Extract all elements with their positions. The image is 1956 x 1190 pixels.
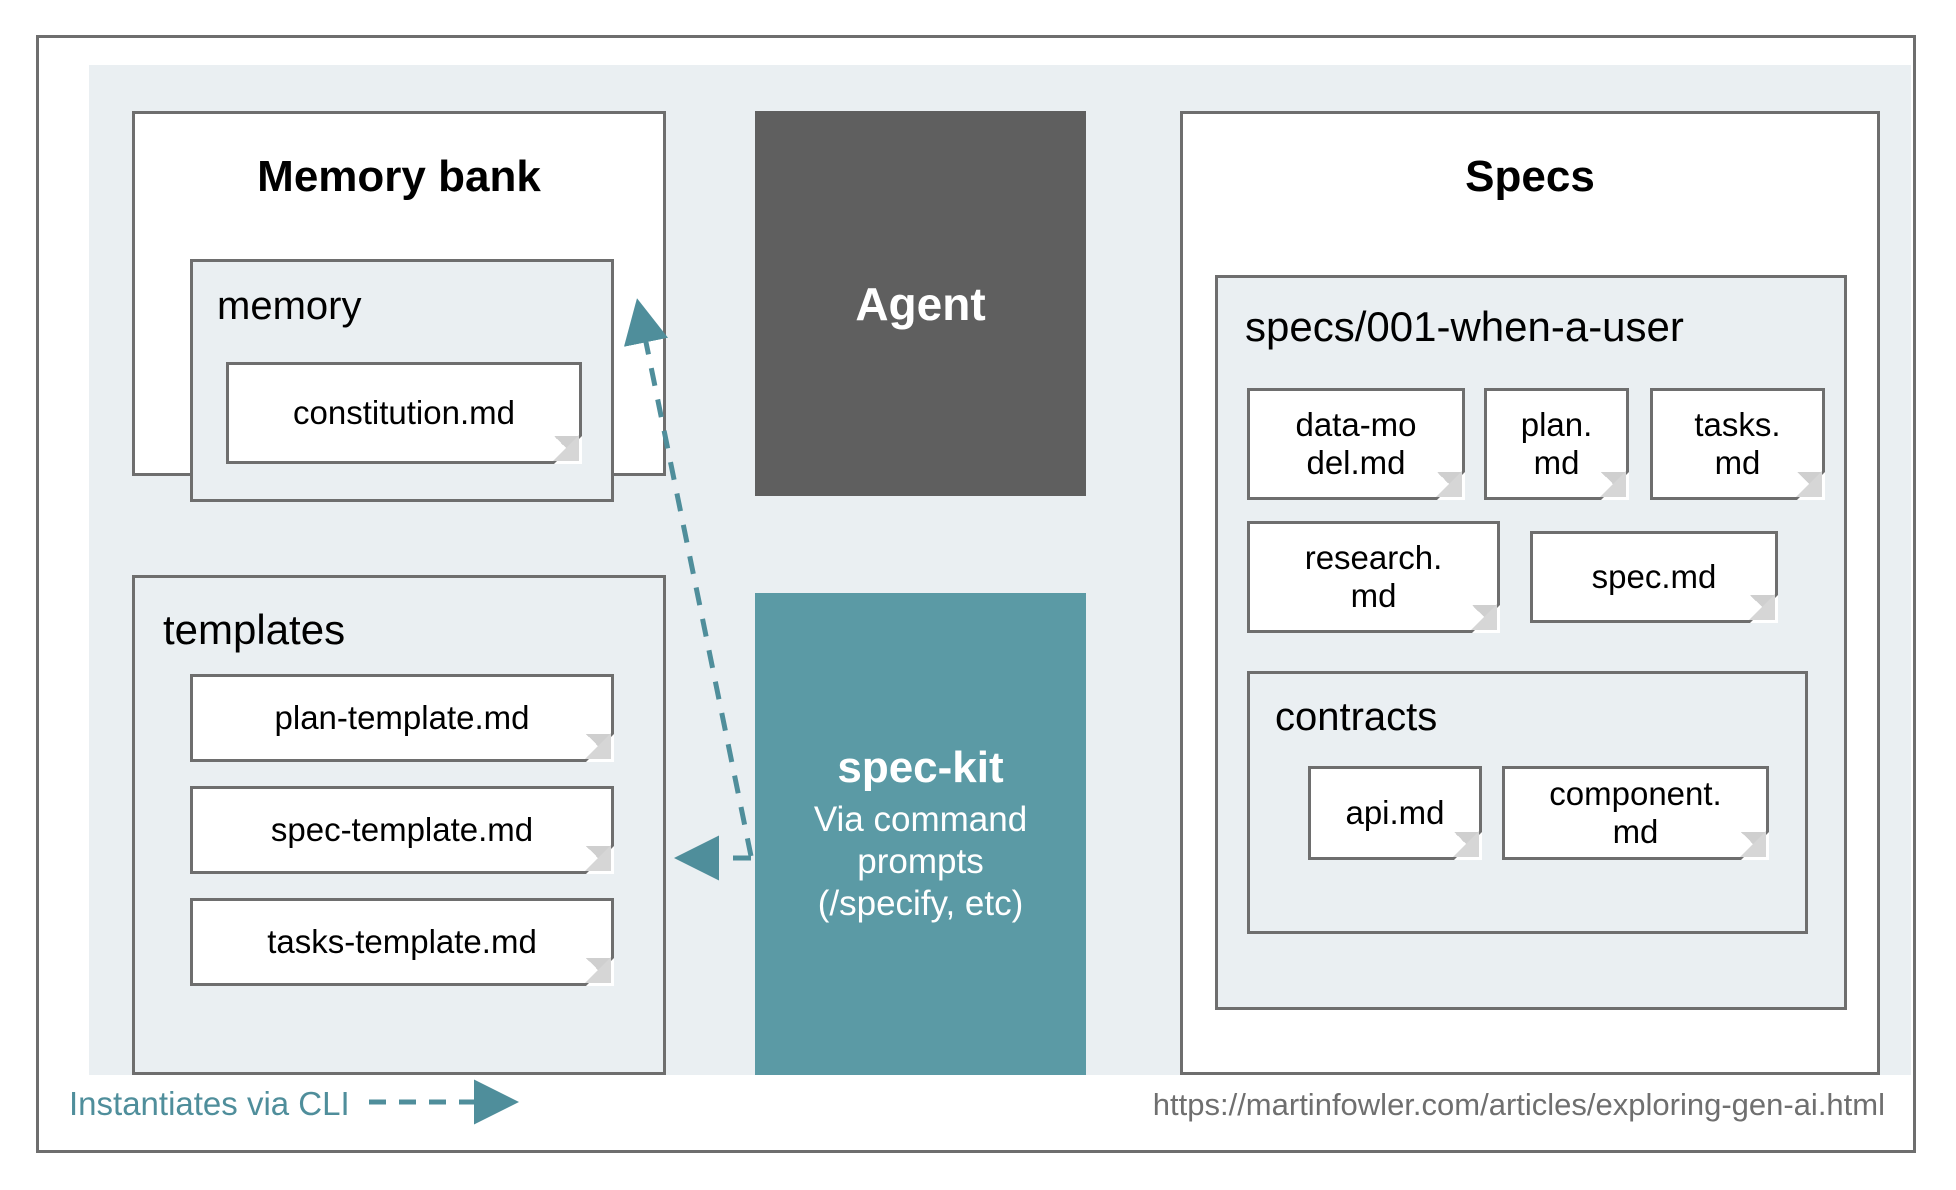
page-fold-icon (585, 957, 614, 986)
file-note-label: data-mo del.md (1295, 405, 1417, 481)
feature-folder: specs/001-when-a-user data-mo del.md pla… (1215, 275, 1847, 1010)
source-url: https://martinfowler.com/articles/explor… (1152, 1087, 1885, 1122)
file-note[interactable]: data-mo del.md (1247, 388, 1465, 500)
memory-bank-title: Memory bank (257, 152, 541, 201)
file-note-label: tasks-template.md (267, 922, 537, 960)
file-note-label: plan. md (1520, 405, 1593, 481)
file-note-label: plan-template.md (274, 698, 530, 736)
templates-group: templates plan-template.md spec-template… (132, 575, 666, 1075)
templates-label: templates (163, 606, 346, 653)
page-fold-icon (585, 733, 614, 762)
file-note[interactable]: tasks. md (1650, 388, 1825, 500)
file-note[interactable]: research. md (1247, 521, 1500, 633)
page-fold-icon (1436, 471, 1465, 500)
file-note-label: component. md (1549, 774, 1722, 850)
page-fold-icon (585, 845, 614, 874)
feature-folder-label: specs/001-when-a-user (1245, 303, 1684, 350)
file-note-label: tasks. md (1694, 405, 1781, 481)
file-note[interactable]: spec-template.md (190, 786, 614, 874)
page-fold-icon (1749, 594, 1778, 623)
page-fold-icon (1796, 471, 1825, 500)
speckit-subtitle: Via command prompts (/specify, etc) (813, 800, 1028, 923)
file-note[interactable]: plan-template.md (190, 674, 614, 762)
agent-label: Agent (855, 277, 986, 330)
file-note[interactable]: api.md (1308, 766, 1482, 860)
memory-bank-group: Memory bank memory constitution.md (132, 111, 666, 502)
page-fold-icon (1600, 471, 1629, 500)
diagram-frame: Memory bank memory constitution.md templ… (36, 35, 1916, 1153)
file-note[interactable]: tasks-template.md (190, 898, 614, 986)
speckit-block[interactable]: spec-kit Via command prompts (/specify, … (755, 593, 1086, 1075)
specs-group: Specs specs/001-when-a-user data-mo del.… (1180, 111, 1880, 1075)
file-note[interactable]: spec.md (1530, 531, 1778, 623)
specs-title: Specs (1465, 152, 1595, 201)
memory-folder-label: memory (217, 284, 362, 328)
speckit-title: spec-kit (837, 743, 1004, 792)
file-note-label: constitution.md (293, 393, 515, 431)
file-note-label: spec.md (1591, 557, 1717, 595)
agent-block[interactable]: Agent (755, 111, 1086, 496)
legend-label: Instantiates via CLI (69, 1085, 350, 1122)
file-note-label: research. md (1304, 538, 1443, 614)
contracts-folder: contracts api.md component. md (1247, 671, 1808, 934)
file-note[interactable]: component. md (1502, 766, 1769, 860)
page-fold-icon (1453, 831, 1482, 860)
file-note-label: api.md (1345, 793, 1445, 831)
page-fold-icon (1471, 604, 1500, 633)
file-note[interactable]: constitution.md (226, 362, 582, 464)
memory-folder: memory constitution.md (190, 259, 614, 502)
page-fold-icon (1740, 831, 1769, 860)
page-fold-icon (553, 435, 582, 464)
file-note-label: spec-template.md (270, 810, 534, 848)
file-note[interactable]: plan. md (1484, 388, 1629, 500)
contracts-label: contracts (1275, 695, 1438, 739)
